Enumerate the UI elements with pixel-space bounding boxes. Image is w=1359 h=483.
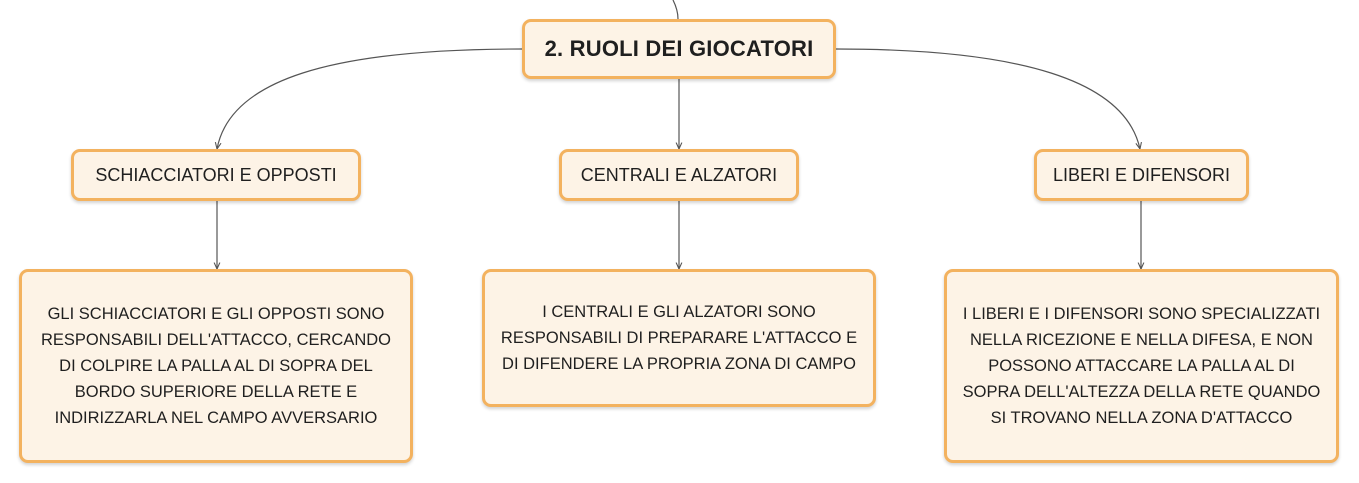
leaf-node-text: GLI SCHIACCIATORI E GLI OPPOSTI SONO RES…	[40, 305, 392, 427]
leaf-node-schiacciatori-description[interactable]: GLI SCHIACCIATORI E GLI OPPOSTI SONO RES…	[19, 269, 413, 463]
leaf-node-text: I CENTRALI E GLI ALZATORI SONO RESPONSAB…	[500, 303, 858, 373]
root-node-label: 2. RUOLI DEI GIOCATORI	[544, 36, 814, 61]
branch-node-label: SCHIACCIATORI E OPPOSTI	[95, 164, 337, 185]
branch-node-label: LIBERI E DIFENSORI	[1052, 164, 1231, 185]
root-node-title[interactable]: 2. RUOLI DEI GIOCATORI	[522, 19, 836, 79]
branch-node-liberi[interactable]: LIBERI E DIFENSORI	[1034, 149, 1249, 201]
connector-root-to-branch-3	[835, 48, 1140, 149]
leaf-node-text: I LIBERI E I DIFENSORI SONO SPECIALIZZAT…	[962, 305, 1321, 427]
branch-node-centrali[interactable]: CENTRALI E ALZATORI	[559, 149, 799, 201]
leaf-node-centrali-description[interactable]: I CENTRALI E GLI ALZATORI SONO RESPONSAB…	[482, 269, 876, 407]
branch-node-label: CENTRALI E ALZATORI	[580, 164, 778, 185]
parent-connector	[672, 0, 679, 20]
leaf-node-liberi-description[interactable]: I LIBERI E I DIFENSORI SONO SPECIALIZZAT…	[944, 269, 1339, 463]
connector-root-to-branch-1	[217, 48, 523, 149]
branch-node-schiacciatori[interactable]: SCHIACCIATORI E OPPOSTI	[71, 149, 361, 201]
